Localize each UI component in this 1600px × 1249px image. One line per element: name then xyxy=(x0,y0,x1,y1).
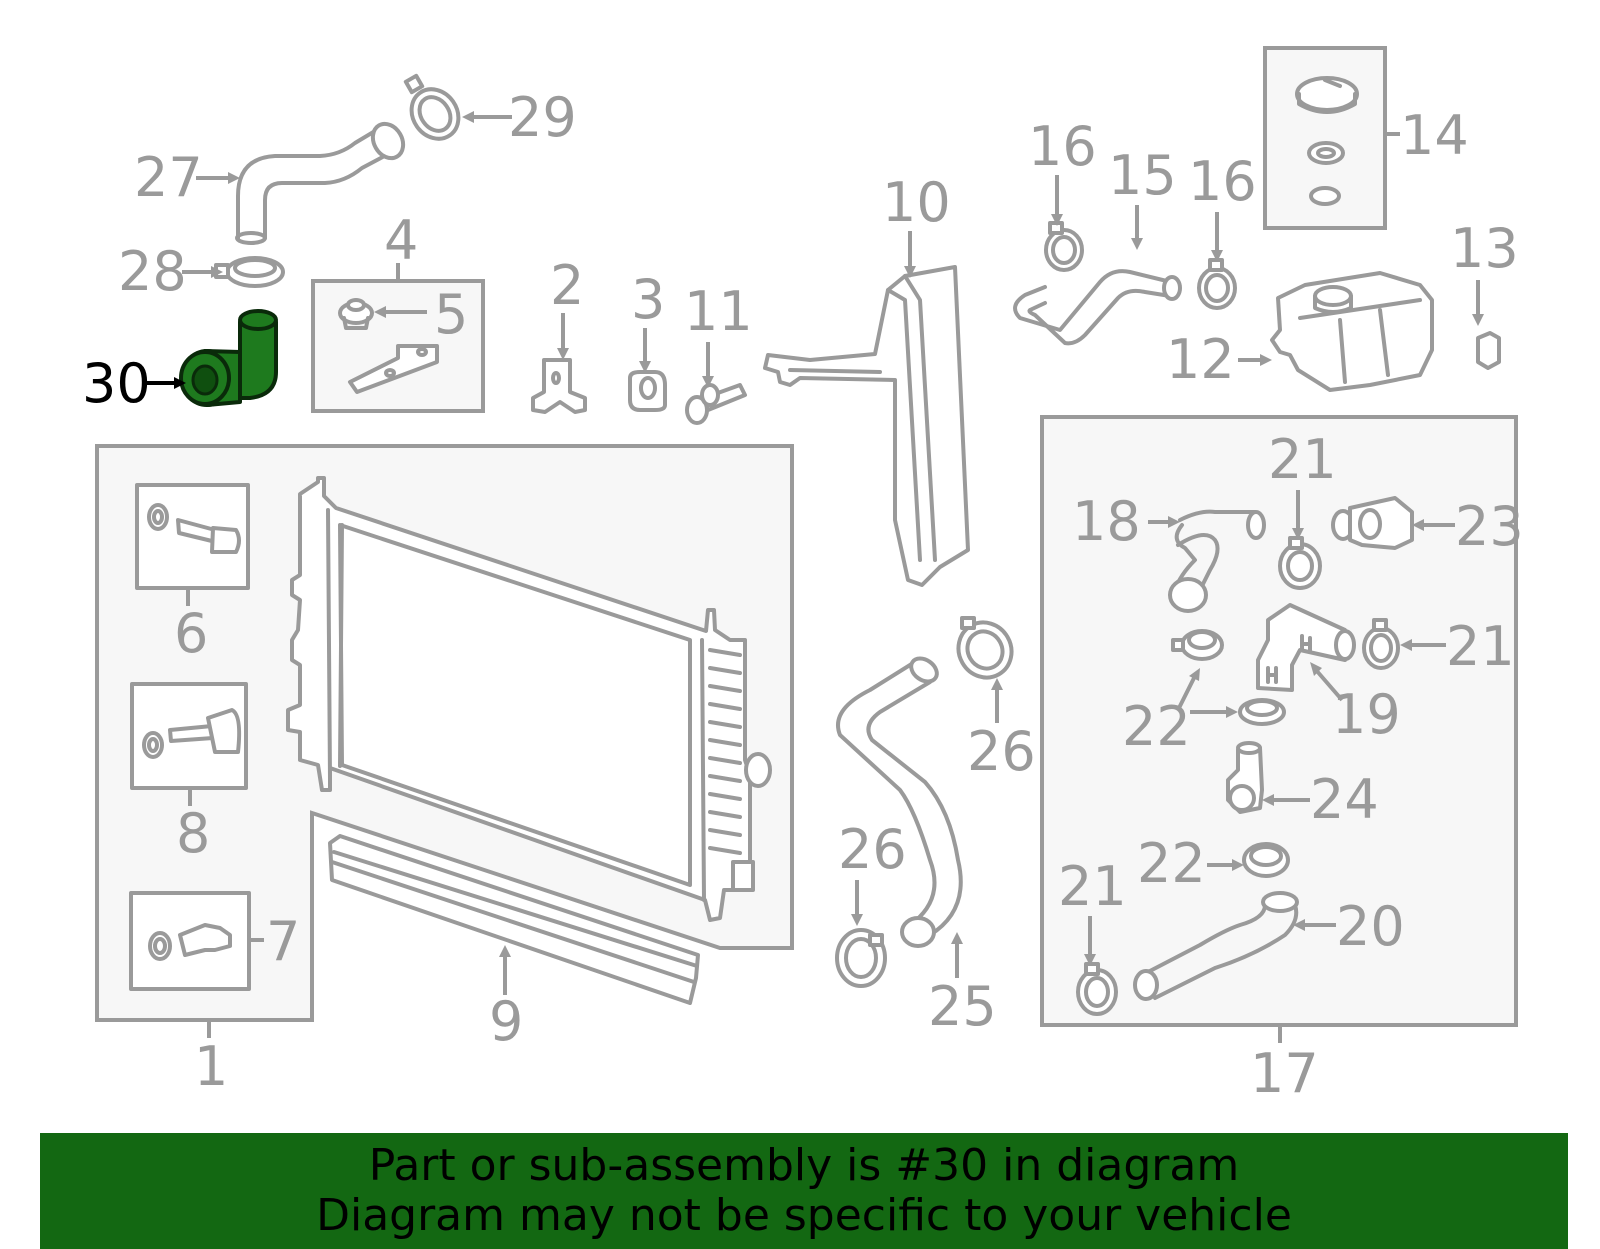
part-19-fitting[interactable] xyxy=(1256,603,1356,692)
callout-17[interactable]: 17 xyxy=(1250,1042,1319,1105)
callout-26-upper[interactable]: 26 xyxy=(967,720,1036,783)
part-22-clamp-b[interactable] xyxy=(1238,698,1286,726)
part-22-clamp-a[interactable] xyxy=(1171,629,1224,661)
callout-8[interactable]: 8 xyxy=(176,802,210,865)
callout-10[interactable]: 10 xyxy=(882,171,951,234)
part-27-upper-hose[interactable] xyxy=(235,118,409,245)
leader-lines xyxy=(146,111,1484,1043)
callout-25[interactable]: 25 xyxy=(928,975,997,1038)
callout-27[interactable]: 27 xyxy=(134,146,203,209)
part-12-reservoir[interactable] xyxy=(1270,271,1434,392)
part-13-cap[interactable] xyxy=(1476,331,1501,370)
part-18-hose[interactable] xyxy=(1168,509,1266,613)
part-7-drain-plug[interactable] xyxy=(148,923,232,961)
callout-16-right[interactable]: 16 xyxy=(1188,150,1257,213)
callout-20[interactable]: 20 xyxy=(1336,895,1405,958)
callout-24[interactable]: 24 xyxy=(1310,768,1379,831)
callout-2[interactable]: 2 xyxy=(550,254,584,317)
callout-18[interactable]: 18 xyxy=(1072,490,1141,553)
part-5-clip[interactable] xyxy=(338,298,374,330)
callout-4[interactable]: 4 xyxy=(384,209,418,272)
callout-16-left[interactable]: 16 xyxy=(1028,115,1097,178)
part-30-elbow-hose[interactable] xyxy=(179,309,278,407)
banner-line-1: Part or sub-assembly is #30 in diagram xyxy=(368,1140,1240,1191)
part-16-clamp-right[interactable] xyxy=(1197,258,1237,310)
callout-9[interactable]: 9 xyxy=(489,990,523,1053)
part-21-clamp-right[interactable] xyxy=(1362,618,1400,670)
part-11-pushpin[interactable] xyxy=(685,383,747,425)
callout-21-bottom[interactable]: 21 xyxy=(1058,855,1127,918)
part-16-clamp-left[interactable] xyxy=(1044,221,1084,272)
part-4-bracket[interactable] xyxy=(348,344,439,394)
part-2-mount[interactable] xyxy=(531,358,587,414)
callout-14[interactable]: 14 xyxy=(1400,104,1469,167)
part-15-hose[interactable] xyxy=(1013,269,1182,346)
callout-26-lower[interactable]: 26 xyxy=(838,818,907,881)
callout-13[interactable]: 13 xyxy=(1450,217,1519,280)
callout-15[interactable]: 15 xyxy=(1108,144,1177,207)
callout-7[interactable]: 7 xyxy=(266,910,300,973)
info-banner: Part or sub-assembly is #30 in diagram D… xyxy=(40,1133,1568,1249)
callout-22-a[interactable]: 22 xyxy=(1122,695,1191,758)
callout-21-right[interactable]: 21 xyxy=(1446,615,1515,678)
callout-6[interactable]: 6 xyxy=(174,602,208,665)
banner-line-2: Diagram may not be specific to your vehi… xyxy=(316,1190,1292,1241)
part-6-bolt[interactable] xyxy=(147,503,241,554)
callout-3[interactable]: 3 xyxy=(631,268,665,331)
part-26-clamp-lower[interactable] xyxy=(835,928,887,988)
part-29-clamp[interactable] xyxy=(402,73,468,148)
part-9-baffle[interactable] xyxy=(328,834,700,1005)
part-20-hose[interactable] xyxy=(1133,891,1299,1001)
part-23-outlet[interactable] xyxy=(1331,496,1414,550)
part-25-lower-hose[interactable] xyxy=(836,654,963,948)
part-8-sensor[interactable] xyxy=(142,708,242,759)
part-26-clamp-upper[interactable] xyxy=(948,613,1021,687)
callout-12[interactable]: 12 xyxy=(1166,328,1235,391)
callout-19[interactable]: 19 xyxy=(1332,683,1401,746)
callout-labels: 27 29 28 30 4 5 2 3 11 10 16 15 16 14 13… xyxy=(82,86,1524,1105)
callout-1[interactable]: 1 xyxy=(194,1035,228,1098)
callout-23[interactable]: 23 xyxy=(1455,495,1524,558)
part-21-clamp-bottom[interactable] xyxy=(1076,962,1118,1016)
callout-5[interactable]: 5 xyxy=(434,283,468,346)
part-10-deflector[interactable] xyxy=(763,265,970,587)
part-14-cap[interactable] xyxy=(1295,76,1359,206)
part-22-clamp-c[interactable] xyxy=(1242,842,1290,878)
callout-28[interactable]: 28 xyxy=(118,240,187,303)
callout-21-top[interactable]: 21 xyxy=(1268,428,1337,491)
callout-29[interactable]: 29 xyxy=(508,86,577,149)
callout-30[interactable]: 30 xyxy=(82,352,151,415)
callout-11[interactable]: 11 xyxy=(684,280,753,343)
part-1-radiator[interactable] xyxy=(286,476,772,922)
part-24-fitting[interactable] xyxy=(1226,741,1264,814)
part-21-clamp-top[interactable] xyxy=(1278,536,1322,590)
part-3-insulator[interactable] xyxy=(628,370,667,412)
callout-22-c[interactable]: 22 xyxy=(1137,832,1206,895)
part-28-clamp[interactable] xyxy=(214,256,285,288)
